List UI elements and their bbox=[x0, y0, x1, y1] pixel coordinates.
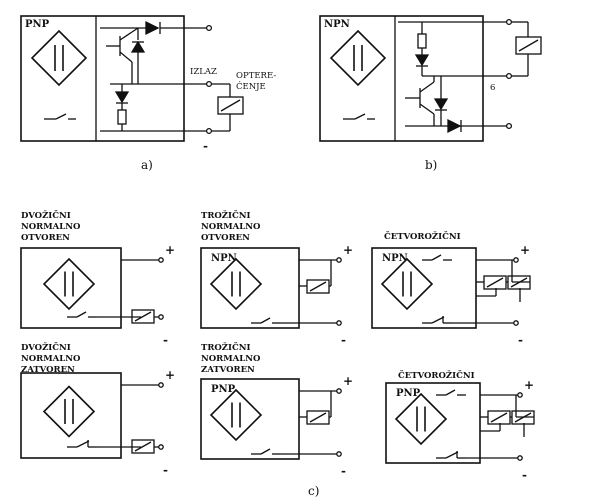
sensor-symbol-icon bbox=[42, 257, 96, 311]
load-relay-icon bbox=[212, 83, 244, 132]
panel-title-line: DVOŽIČNI bbox=[21, 209, 71, 221]
sensor-body bbox=[20, 15, 185, 142]
caption-b: b) bbox=[425, 158, 437, 172]
panel-title-line: NORMALNO bbox=[21, 222, 81, 232]
panel-title-line: ČETVOROŽIČNI bbox=[384, 230, 461, 242]
sensor-symbol-icon bbox=[329, 29, 387, 87]
relay-icon bbox=[306, 410, 330, 425]
panel-title-line: ZATVOREN bbox=[21, 365, 75, 375]
diagram-c: DVOŽIČNINORMALNOOTVOREN+-TROŽIČNINORMALN… bbox=[20, 209, 535, 482]
sensor-type-label: NPN bbox=[211, 253, 237, 264]
caption-a: a) bbox=[141, 158, 153, 172]
switch-no-icon bbox=[67, 311, 97, 318]
output-label: IZLAZ bbox=[190, 67, 217, 77]
minus-label: - bbox=[522, 468, 527, 482]
sensor-body bbox=[319, 15, 484, 142]
plus-label: + bbox=[165, 368, 175, 382]
switch-nc-icon bbox=[436, 451, 466, 459]
sensor-symbol-icon bbox=[30, 29, 88, 87]
switch-no-icon bbox=[251, 448, 281, 455]
panel-title-line: NORMALNO bbox=[201, 222, 261, 232]
plus-label: + bbox=[165, 243, 175, 257]
sensor-body bbox=[20, 372, 122, 459]
pnp-output-circuit bbox=[100, 20, 209, 132]
switch-nc-icon bbox=[67, 440, 97, 448]
minus-label: - bbox=[163, 333, 168, 347]
relay-icon bbox=[487, 410, 511, 425]
sensor-symbol-icon bbox=[380, 257, 434, 311]
sensor-type-label: PNP bbox=[396, 388, 421, 399]
terminals bbox=[505, 18, 513, 130]
plus-label: + bbox=[343, 243, 353, 257]
minus-label: - bbox=[203, 139, 208, 153]
sensor-type-label: NPN bbox=[382, 253, 408, 264]
switch-nc-icon bbox=[422, 316, 452, 324]
panel-title-line: TROŽIČNI bbox=[201, 341, 251, 353]
sensor-panel-3: ČETVOROŽIČNI NPN + - bbox=[371, 230, 531, 347]
switch-no-icon bbox=[251, 317, 281, 324]
diagram-b: NPN bbox=[319, 15, 542, 172]
plus-label: + bbox=[524, 378, 534, 392]
sensor-body bbox=[385, 382, 481, 464]
npn-output-circuit bbox=[398, 21, 509, 134]
sensor-body bbox=[20, 247, 122, 329]
plus-label: + bbox=[520, 243, 530, 257]
sensor-body bbox=[200, 247, 300, 329]
diagram-a: PNP bbox=[20, 15, 276, 172]
sensor-body bbox=[200, 378, 300, 460]
switch-no-icon bbox=[436, 389, 466, 396]
sensor-symbol-icon bbox=[209, 388, 263, 442]
sensor-type-label: PNP bbox=[211, 384, 236, 395]
sensor-type-label: NPN bbox=[324, 19, 350, 30]
load-label-line1: OPTERE- bbox=[236, 71, 276, 81]
panel-title-line: NORMALNO bbox=[201, 354, 261, 364]
sensor-symbol-icon bbox=[209, 257, 263, 311]
load-relay-icon bbox=[512, 21, 542, 77]
minus-label: - bbox=[163, 463, 168, 477]
sensor-symbol-icon bbox=[42, 385, 96, 438]
minus-label: - bbox=[341, 464, 346, 478]
switch-no-icon bbox=[422, 254, 452, 261]
switch-icon bbox=[343, 113, 375, 120]
panel-title-line: OTVOREN bbox=[21, 233, 70, 243]
minus-label: - bbox=[518, 333, 523, 347]
relay-icon bbox=[306, 279, 330, 294]
panel-title-line: NORMALNO bbox=[21, 354, 81, 364]
panel-title-line: ČETVOROŽIČNI bbox=[398, 369, 475, 381]
panel-title-line: OTVOREN bbox=[201, 233, 250, 243]
caption-c: c) bbox=[308, 484, 319, 498]
panel-title-line: ZATVOREN bbox=[201, 365, 255, 375]
panel-title-line: DVOŽIČNI bbox=[21, 341, 71, 353]
sensor-symbol-icon bbox=[394, 392, 448, 446]
relay-icon bbox=[483, 275, 507, 290]
terminal-label: 6 bbox=[490, 83, 495, 93]
minus-label: - bbox=[341, 333, 346, 347]
sensor-body bbox=[371, 247, 477, 329]
sensor-type-label: PNP bbox=[25, 19, 50, 30]
switch-icon bbox=[44, 113, 76, 120]
load-label-line2: ĆENJE bbox=[236, 80, 266, 92]
sensor-panel-6: ČETVOROŽIČNI PNP + - bbox=[385, 369, 535, 482]
terminals bbox=[205, 24, 213, 135]
panel-title-line: TROŽIČNI bbox=[201, 209, 251, 221]
plus-label: + bbox=[343, 374, 353, 388]
